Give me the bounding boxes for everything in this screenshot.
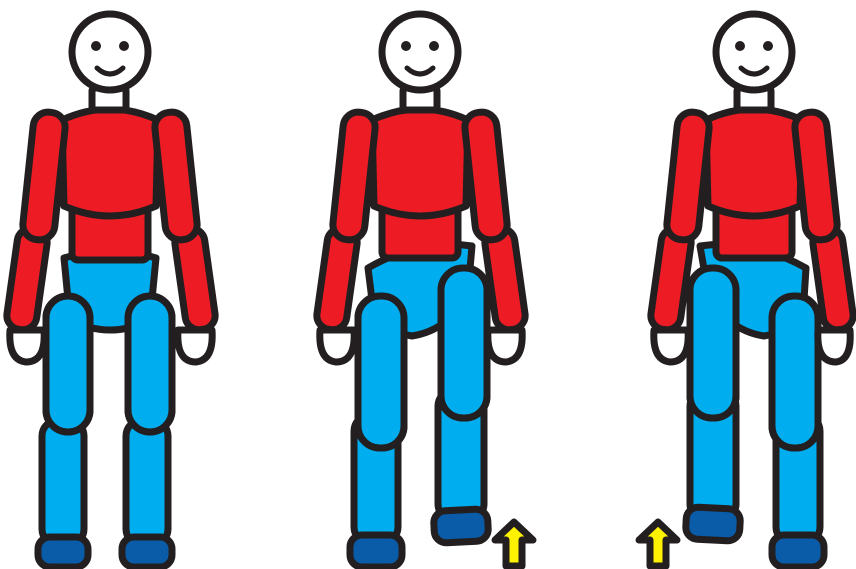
face	[716, 14, 792, 90]
left-thigh-front	[690, 268, 736, 418]
left-foot	[38, 537, 88, 567]
head	[382, 14, 458, 90]
up-arrow-icon	[639, 522, 677, 566]
figure-right-foot-raised	[315, 14, 533, 567]
right-upper-arm	[793, 111, 838, 242]
left-upper-arm	[331, 111, 376, 242]
left-thigh-front	[46, 296, 90, 432]
figure-left-foot-raised	[639, 14, 855, 567]
left-foot	[350, 535, 402, 567]
left-eye	[401, 41, 411, 51]
right-eye	[119, 41, 129, 51]
right-thigh-front	[128, 296, 172, 432]
right-hand	[488, 330, 522, 362]
right-foot	[772, 535, 824, 567]
right-foot	[433, 509, 489, 544]
right-upper-arm	[463, 111, 508, 242]
left-eye	[735, 41, 745, 51]
right-thigh-front	[441, 268, 487, 418]
chest	[372, 109, 468, 216]
right-foot	[122, 537, 172, 567]
left-thigh-front	[358, 296, 404, 448]
left-eye	[91, 41, 101, 51]
left-hand	[10, 330, 44, 362]
left-hand	[320, 330, 354, 362]
up-arrow-icon	[495, 522, 533, 566]
right-hand	[818, 330, 850, 362]
left-upper-arm	[665, 111, 710, 242]
left-lower-leg	[42, 420, 84, 545]
left-upper-arm	[21, 111, 66, 242]
right-eye	[763, 41, 773, 51]
right-lower-leg	[126, 420, 168, 545]
head	[716, 14, 792, 90]
right-eye	[429, 41, 439, 51]
head	[72, 14, 148, 90]
right-thigh-front	[772, 296, 818, 448]
right-upper-arm	[153, 111, 198, 242]
chest	[62, 109, 158, 216]
face	[72, 14, 148, 90]
face	[382, 14, 458, 90]
chest	[706, 109, 802, 216]
right-hand	[178, 330, 212, 362]
left-hand	[654, 330, 688, 362]
left-foot	[685, 507, 741, 542]
figure-standing	[5, 14, 217, 567]
